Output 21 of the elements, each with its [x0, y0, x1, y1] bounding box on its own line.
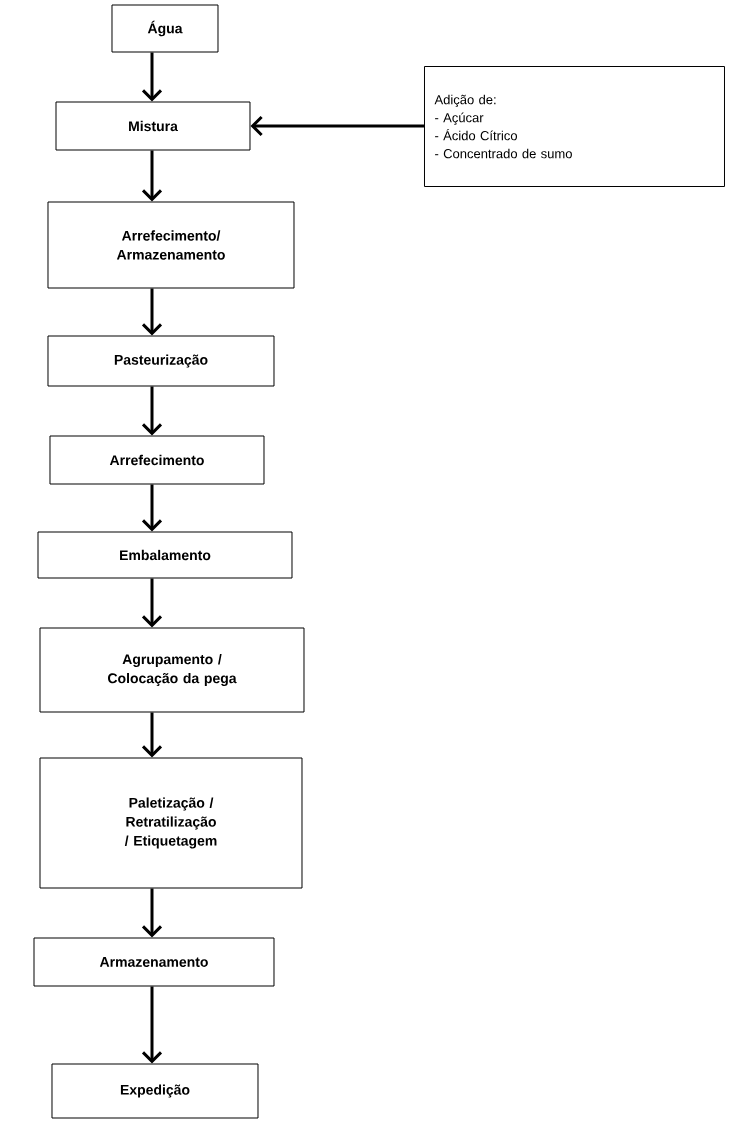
process-box: Arrefecimento/ Armazenamento — [47, 201, 295, 289]
process-box: Expedição — [51, 1063, 259, 1119]
process-box: Arrefecimento — [49, 435, 265, 485]
process-box: Mistura — [55, 101, 251, 151]
process-box: Armazenamento — [33, 937, 275, 987]
process-box: Pasteurização — [47, 335, 275, 387]
arrow — [141, 386, 163, 436]
arrow — [141, 712, 163, 758]
arrow — [141, 288, 163, 336]
arrow — [141, 484, 163, 532]
arrow — [141, 888, 163, 938]
note-box: Adição de: - Açúcar - Ácido Cítrico - Concentrado de sumo — [424, 66, 725, 187]
process-box: Água — [111, 4, 219, 53]
arrow — [141, 578, 163, 628]
arrow — [141, 986, 163, 1064]
process-box: Paletização / Retratilização / Etiquetagem — [39, 757, 303, 889]
process-box: Agrupamento / Colocação da pega — [39, 627, 305, 713]
arrow — [141, 150, 163, 202]
arrow — [141, 52, 163, 102]
process-box: Embalamento — [37, 531, 293, 579]
arrow — [250, 115, 424, 137]
